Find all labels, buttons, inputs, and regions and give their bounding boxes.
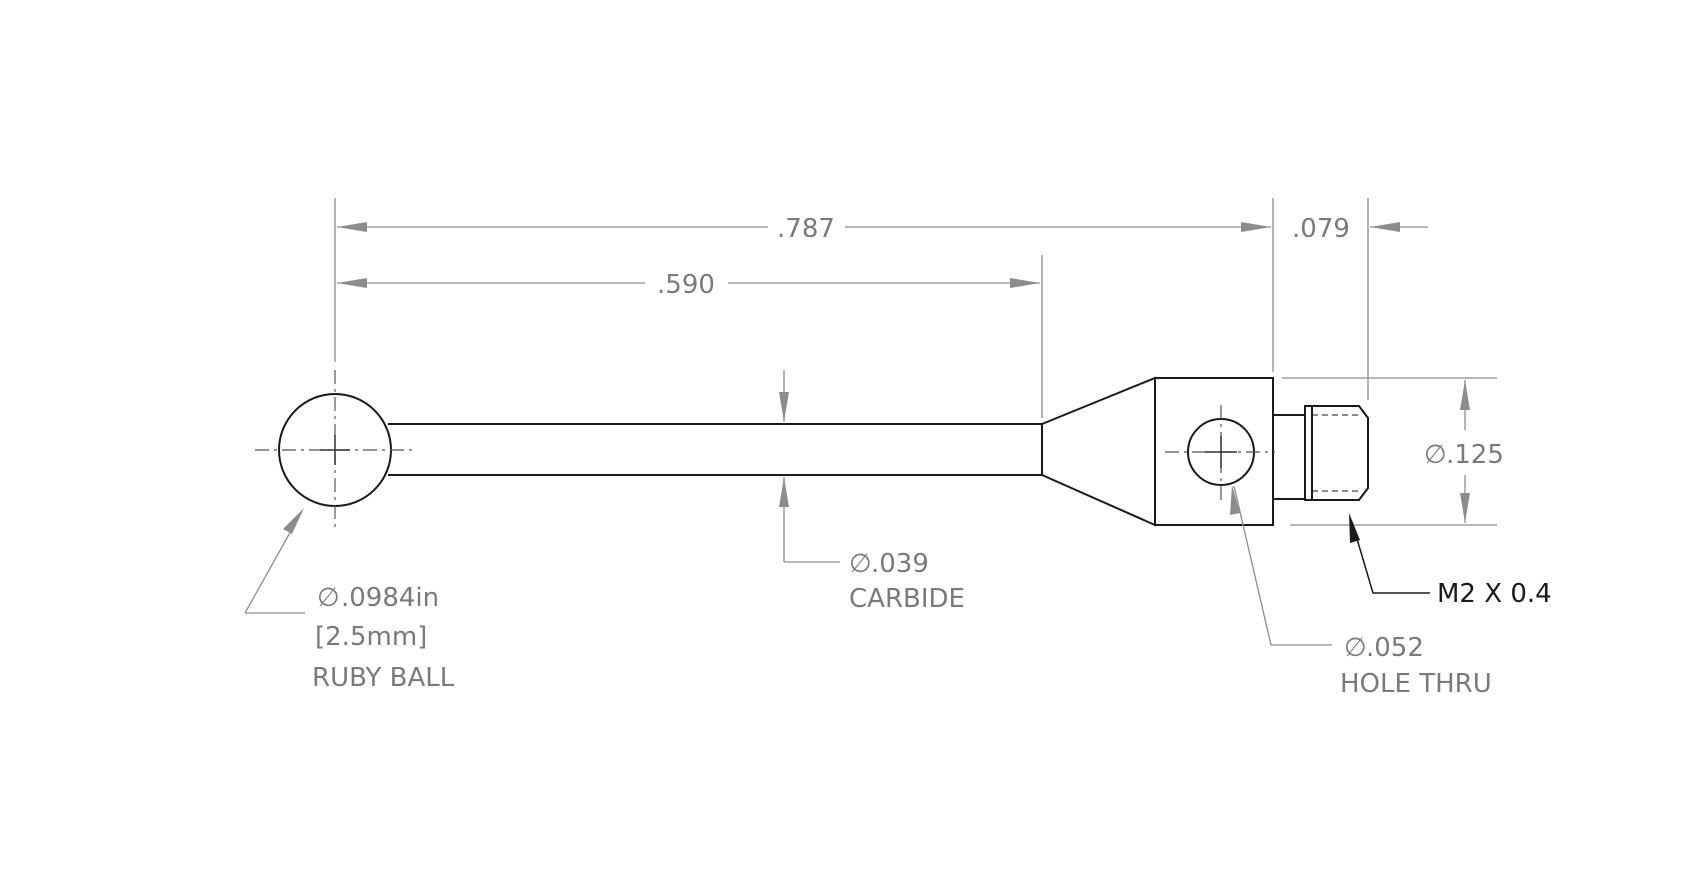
arrowhead [283, 508, 304, 534]
arrowhead [1010, 278, 1040, 288]
hole-diameter-label: .052 [1366, 633, 1424, 663]
ball-diameter-mm-label: [2.5mm] [315, 622, 427, 652]
extension-lines [334, 198, 1497, 526]
stem-material-label: CARBIDE [849, 584, 965, 614]
arrowhead [779, 392, 789, 422]
thread-neck [1272, 414, 1306, 500]
diameter-symbol: ∅ [1424, 440, 1447, 470]
arrowhead [1241, 222, 1271, 232]
dim-thread-length: .079 [1292, 214, 1428, 244]
thread-callout: M2 X 0.4 [1349, 513, 1552, 609]
dim-shank-length: .590 [337, 270, 1040, 300]
diameter-symbol: ∅ [1344, 633, 1367, 663]
taper [1041, 376, 1156, 527]
body-diameter-label: .125 [1446, 440, 1504, 470]
arrowhead [1370, 222, 1400, 232]
thread-end [1304, 405, 1369, 501]
dim-hole-diameter: ∅ .052 HOLE THRU [1230, 485, 1492, 699]
arrowhead [1230, 485, 1240, 515]
dim-body-diameter: ∅ .125 [1424, 380, 1504, 523]
thread-length-label: .079 [1292, 214, 1350, 244]
arrowhead [337, 278, 367, 288]
ball-diameter-in-label: .0984in [341, 583, 439, 613]
part-outline [278, 376, 1369, 527]
overall-length-label: .787 [777, 214, 835, 244]
stem-diameter-label: .039 [871, 549, 929, 579]
dim-overall-length: .787 [337, 214, 1271, 244]
center-marks [255, 370, 1275, 530]
diameter-symbol: ∅ [317, 583, 340, 613]
dim-ball-diameter: ∅ .0984in [2.5mm] RUBY BALL [244, 508, 455, 693]
arrowhead [1460, 380, 1470, 410]
arrowhead [337, 222, 367, 232]
ball-material-label: RUBY BALL [312, 663, 455, 693]
dim-stem-diameter: ∅ .039 CARBIDE [779, 370, 965, 614]
leader-line [1233, 485, 1272, 646]
hole-note-label: HOLE THRU [1340, 669, 1492, 699]
shank-length-label: .590 [657, 270, 715, 300]
thread-spec-label: M2 X 0.4 [1437, 579, 1552, 609]
arrowhead [1349, 513, 1360, 543]
arrowhead [1460, 493, 1470, 523]
diameter-symbol: ∅ [849, 549, 872, 579]
arrowhead [779, 477, 789, 507]
